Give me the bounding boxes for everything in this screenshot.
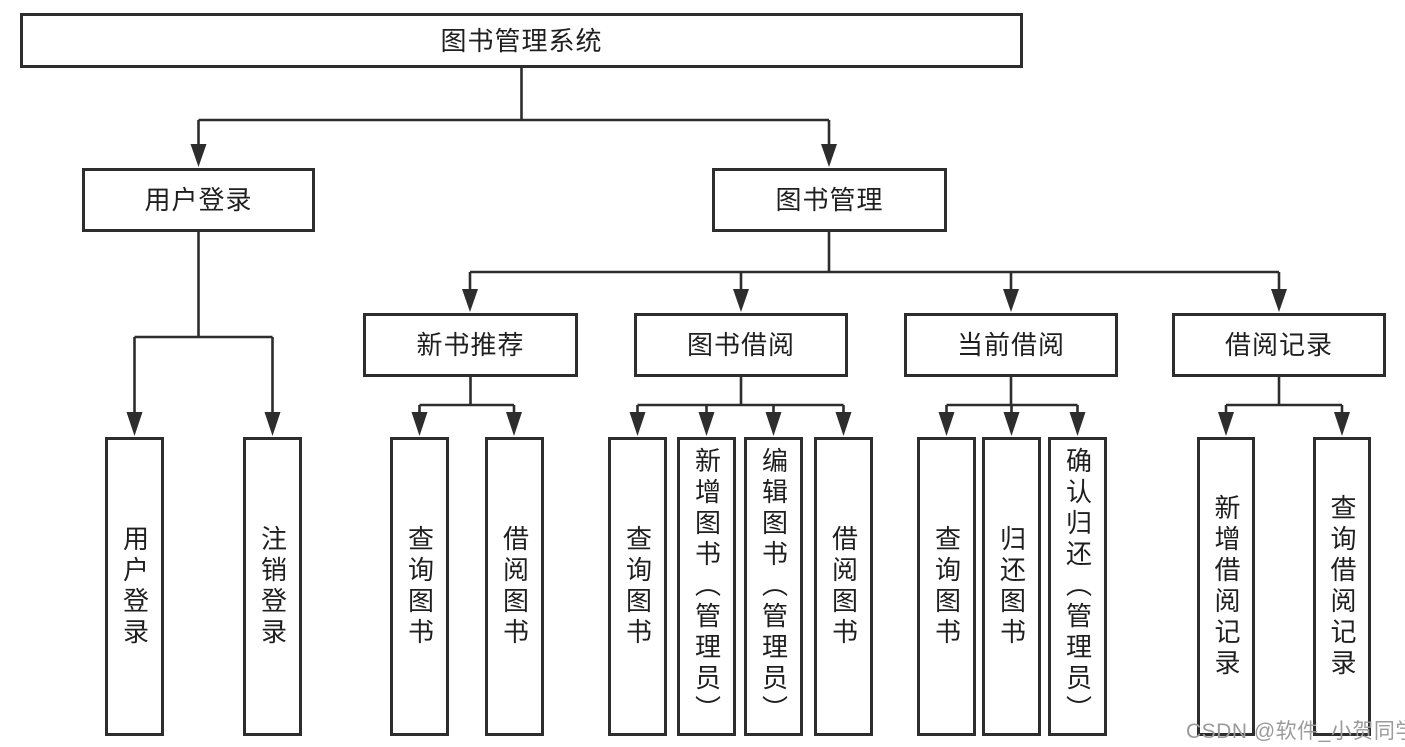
- node-label: 查询图书: [931, 524, 962, 649]
- node-label: 新书推荐: [416, 330, 525, 360]
- node-new-book-recommendation: 新书推荐: [363, 313, 578, 377]
- leaf-current-confirm-return-admin: 确认归还（管理员）: [1048, 437, 1107, 736]
- leaf-borrow-query-books: 查询图书: [608, 437, 667, 736]
- leaf-logout-login: 注销登录: [243, 437, 302, 736]
- node-library-management-system: 图书管理系统: [20, 13, 1023, 68]
- node-label: 借阅图书: [828, 524, 859, 649]
- leaf-current-query-books: 查询图书: [917, 437, 976, 736]
- node-label: 编辑图书（管理员）: [758, 447, 789, 726]
- node-label: 新增借阅记录: [1211, 493, 1241, 680]
- node-borrowing-records: 借阅记录: [1172, 313, 1386, 377]
- node-book-management: 图书管理: [712, 168, 947, 232]
- leaf-borrow-edit-books-admin: 编辑图书（管理员）: [744, 437, 803, 736]
- node-label: 用户登录: [119, 524, 150, 649]
- leaf-user-login: 用户登录: [105, 437, 164, 736]
- node-label: 用户登录: [144, 185, 253, 215]
- leaf-records-query-borrow-record: 查询借阅记录: [1313, 437, 1371, 736]
- node-label: 新增图书（管理员）: [691, 447, 722, 726]
- leaf-recommend-borrow-books: 借阅图书: [485, 437, 544, 736]
- leaf-borrow-add-books-admin: 新增图书（管理员）: [677, 437, 736, 736]
- node-label: 归还图书: [996, 524, 1027, 649]
- csdn-watermark: CSDN @软件_小贺同学: [1186, 720, 1405, 743]
- node-label: 借阅记录: [1224, 330, 1333, 360]
- node-label: 图书借阅: [686, 330, 795, 360]
- node-book-borrowing: 图书借阅: [634, 313, 848, 377]
- node-label: 查询图书: [622, 524, 653, 649]
- node-current-borrowing: 当前借阅: [904, 313, 1118, 377]
- node-user-login: 用户登录: [82, 168, 315, 232]
- node-label: 图书管理: [775, 185, 884, 215]
- node-label: 查询图书: [404, 524, 435, 649]
- node-label: 图书管理系统: [440, 25, 603, 56]
- leaf-current-return-books: 归还图书: [982, 437, 1041, 736]
- node-label: 查询借阅记录: [1327, 493, 1357, 680]
- node-label: 当前借阅: [956, 330, 1065, 360]
- node-label: 确认归还（管理员）: [1062, 447, 1093, 726]
- node-label: 借阅图书: [499, 524, 530, 649]
- leaf-records-add-borrow-record: 新增借阅记录: [1197, 437, 1255, 736]
- leaf-borrow-borrow-books: 借阅图书: [814, 437, 873, 736]
- leaf-recommend-query-books: 查询图书: [390, 437, 449, 736]
- node-label: 注销登录: [257, 524, 288, 649]
